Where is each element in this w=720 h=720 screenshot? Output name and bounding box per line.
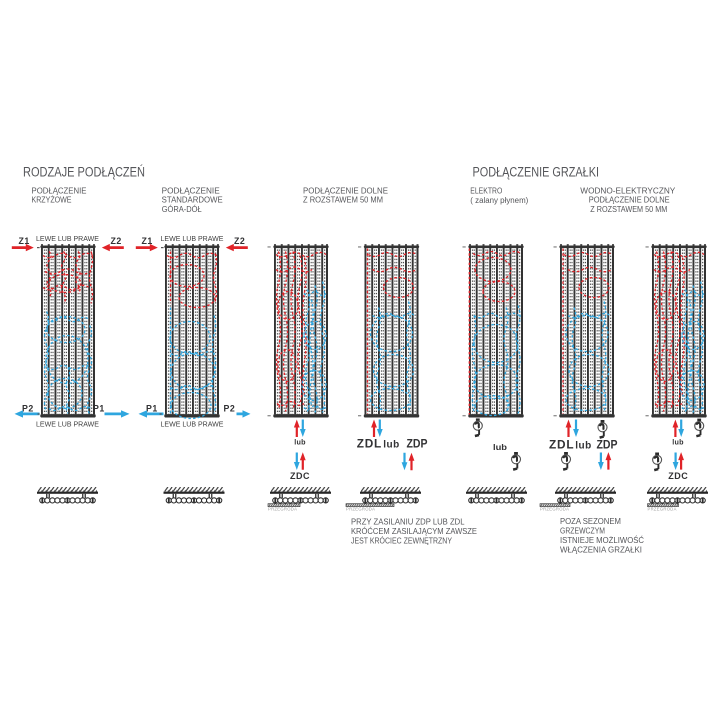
svg-text:PODŁĄCZENIE: PODŁĄCZENIE [162,186,220,195]
svg-text:POZA SEZONEM: POZA SEZONEM [560,517,621,526]
svg-text:PRZY ZASILANIU ZDP LUB ZDL: PRZY ZASILANIU ZDP LUB ZDL [351,517,465,526]
svg-text:P2: P2 [22,403,34,413]
svg-text:PRZEGRODA: PRZEGRODA [648,506,677,511]
svg-text:P2: P2 [224,403,236,413]
svg-text:Z1: Z1 [19,236,30,246]
svg-text:KRZYŻOWE: KRZYŻOWE [32,196,72,205]
svg-text:STANDARDOWE: STANDARDOWE [162,196,223,205]
svg-text:lub: lub [672,437,684,446]
svg-text:PODŁĄCZENIE: PODŁĄCZENIE [32,186,87,195]
svg-text:LEWE LUB PRAWE: LEWE LUB PRAWE [36,234,99,243]
svg-text:WODNO-ELEKTRYCZNY: WODNO-ELEKTRYCZNY [580,186,676,195]
svg-text:lub: lub [383,440,400,451]
svg-text:GÓRA-DÓŁ: GÓRA-DÓŁ [162,205,203,214]
svg-text:PRZEGRODA: PRZEGRODA [268,506,297,511]
svg-text:GRZEWCZYM: GRZEWCZYM [560,526,605,535]
svg-text:PODŁĄCZENIE DOLNE: PODŁĄCZENIE DOLNE [303,186,388,195]
svg-text:Z2: Z2 [111,236,122,246]
svg-text:Z ROZSTAWEM 50 MM: Z ROZSTAWEM 50 MM [303,196,383,205]
svg-text:PRZEGRODA: PRZEGRODA [540,506,569,511]
svg-text:ELEKTRO: ELEKTRO [470,186,502,195]
svg-text:LEWE LUB PRAWE: LEWE LUB PRAWE [161,420,224,429]
svg-text:( zalany płynem): ( zalany płynem) [470,196,528,205]
svg-text:ZDP: ZDP [407,437,428,451]
svg-text:Z ROZSTAWEM 50 MM: Z ROZSTAWEM 50 MM [590,205,667,214]
svg-text:ZDC: ZDC [668,471,688,481]
svg-text:ISTNIEJE MOŻLIWOŚĆ: ISTNIEJE MOŻLIWOŚĆ [560,536,644,545]
svg-text:ZDL: ZDL [357,437,382,451]
svg-text:Z2: Z2 [234,236,245,246]
svg-text:KRÓĆCEM ZASILAJĄCYM ZAWSZE: KRÓĆCEM ZASILAJĄCYM ZAWSZE [351,527,477,536]
svg-text:PRZEGRODA: PRZEGRODA [346,506,375,511]
svg-text:lub: lub [294,438,306,447]
svg-text:P1: P1 [93,403,105,413]
svg-text:Z1: Z1 [142,236,153,246]
svg-text:P1: P1 [146,403,158,413]
svg-text:LEWE LUB PRAWE: LEWE LUB PRAWE [36,420,99,429]
svg-text:ZDP: ZDP [597,437,618,451]
svg-text:LEWE LUB PRAWE: LEWE LUB PRAWE [161,234,224,243]
svg-text:PODŁĄCZENIE GRZAŁKI: PODŁĄCZENIE GRZAŁKI [473,164,600,180]
svg-text:RODZAJE PODŁĄCZEŃ: RODZAJE PODŁĄCZEŃ [23,163,145,180]
svg-text:JEST KRÓCIEC ZEWNĘTRZNY: JEST KRÓCIEC ZEWNĘTRZNY [351,536,453,545]
svg-text:WŁĄCZENIA GRZAŁKI: WŁĄCZENIA GRZAŁKI [560,545,642,554]
svg-text:PODŁĄCZENIE DOLNE: PODŁĄCZENIE DOLNE [589,196,670,205]
svg-text:ZDC: ZDC [290,471,310,481]
svg-text:lub: lub [493,442,507,452]
svg-text:ZDL: ZDL [549,437,574,451]
svg-text:lub: lub [575,440,592,451]
